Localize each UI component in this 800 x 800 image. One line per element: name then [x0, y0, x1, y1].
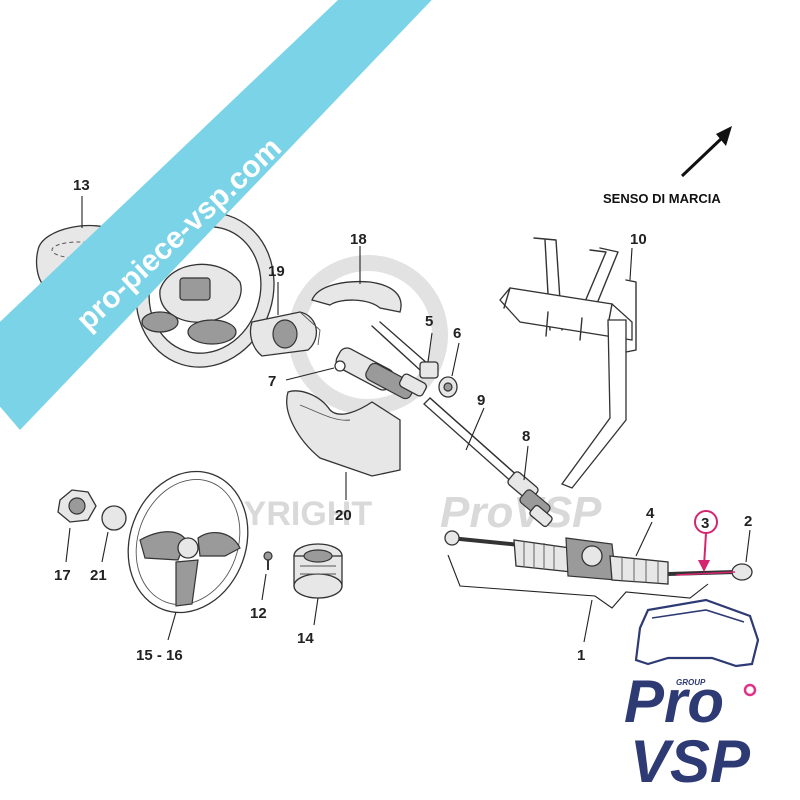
logo-pro: Pro [624, 668, 724, 735]
part-screw-lower [263, 551, 273, 570]
label-13: 13 [73, 177, 90, 194]
part-horn-button [101, 505, 127, 531]
logo-accent-icon [743, 683, 757, 697]
part-steering-rack [444, 530, 753, 585]
label-6: 6 [453, 325, 461, 342]
rack-assembly-bracket [447, 554, 709, 609]
part-upper-shroud [311, 280, 402, 313]
part-universal-joint [507, 471, 553, 528]
label-3: 3 [701, 515, 709, 532]
direction-label: SENSO DI MARCIA [603, 191, 721, 206]
label-8: 8 [522, 428, 530, 445]
label-5: 5 [425, 313, 433, 330]
label-12-lower: 12 [250, 605, 267, 622]
label-1: 1 [577, 647, 585, 664]
part-support-frame [499, 237, 637, 489]
provsp-logo: GROUP Pro VSP [624, 598, 760, 795]
part-steering-column [334, 347, 428, 400]
part-lower-shroud [286, 390, 401, 477]
label-9: 9 [477, 392, 485, 409]
label-10: 10 [630, 231, 647, 248]
part-steering-wheel-sport [127, 470, 249, 614]
label-21: 21 [90, 567, 107, 584]
part-ignition-switch [371, 321, 439, 379]
website-banner: pro-piece-vsp.com [0, 0, 432, 430]
part-lock-nut [438, 376, 458, 398]
label-7: 7 [268, 373, 276, 390]
label-14: 14 [297, 630, 314, 647]
direction-arrow [680, 126, 732, 178]
part-intermediate-shaft [423, 397, 521, 485]
car-outline-icon [634, 598, 760, 668]
part-hub-adapter [57, 489, 97, 523]
label-20: 20 [335, 507, 352, 524]
label-4: 4 [646, 505, 655, 522]
logo-vsp: VSP [630, 728, 751, 795]
copyright-brand: ProVSP [440, 488, 602, 537]
label-18: 18 [350, 231, 367, 248]
label-17: 17 [54, 567, 71, 584]
label-2: 2 [744, 513, 752, 530]
part-switch-housing [249, 311, 321, 357]
logo-group: GROUP [676, 678, 706, 687]
part-hub-boss [293, 543, 343, 599]
highlight-3 [675, 510, 736, 576]
label-15-16: 15 - 16 [136, 647, 183, 664]
label-19: 19 [268, 263, 285, 280]
